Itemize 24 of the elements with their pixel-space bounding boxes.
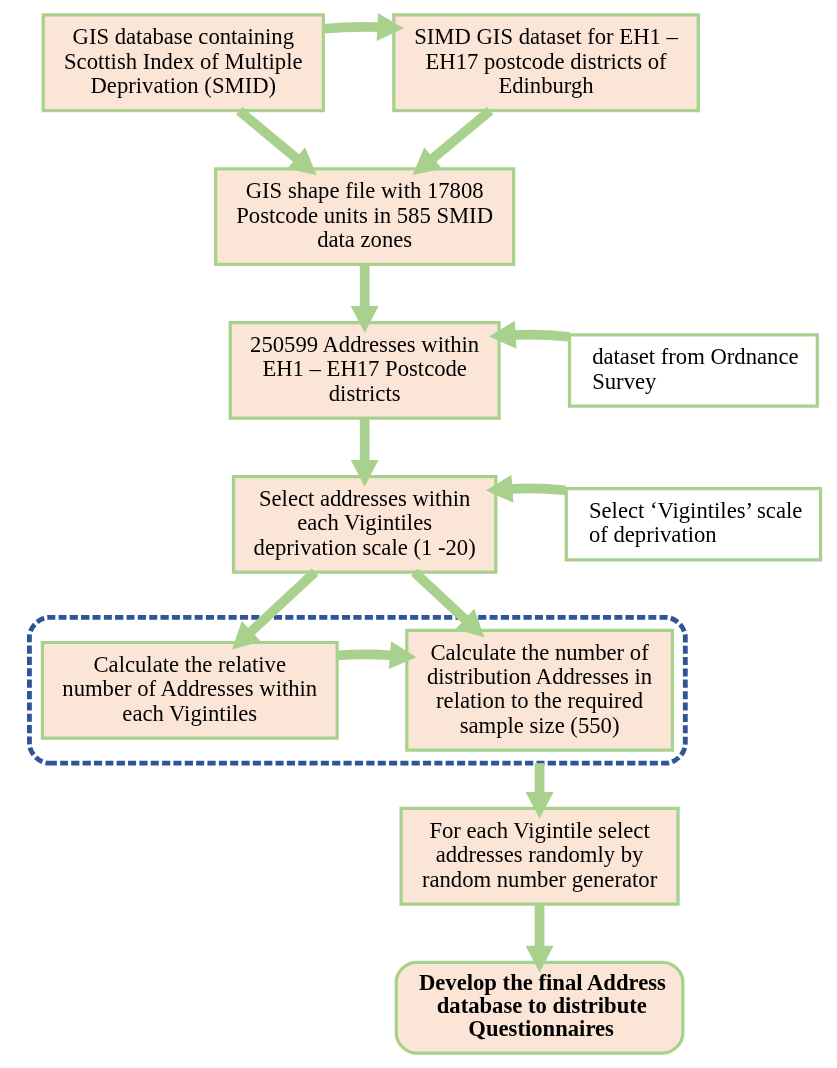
arrow <box>489 320 570 349</box>
arrow <box>350 264 379 333</box>
arrow <box>236 107 317 176</box>
node-box: Select ‘Vigintiles’ scale of deprivation <box>564 487 823 562</box>
node-box: Calculate the number of distribution Addresses in relation to the required sample size (550) <box>405 628 674 752</box>
arrow <box>525 763 554 819</box>
node-box: GIS database containing Scottish Index of Multiple Deprivation (SMID) <box>41 13 325 113</box>
arrow <box>323 13 404 41</box>
arrow <box>337 641 417 670</box>
node-box: Select addresses within each Vigintiles deprivation scale (1 -20) <box>231 474 498 574</box>
node-box: SIMD GIS dataset for EH1 – EH17 postcode districts of Edinburgh <box>392 13 700 113</box>
node-box: dataset from Ordnance Survey <box>567 333 819 408</box>
arrow <box>485 474 567 503</box>
node-box: Calculate the relative number of Addresses within each Vigintiles <box>40 640 339 740</box>
node-box: For each Vigintile select addresses randomly by random number generator <box>399 806 680 906</box>
arrow <box>525 904 554 973</box>
arrow <box>412 107 494 176</box>
cluster <box>27 614 688 766</box>
arrow <box>411 568 485 638</box>
arrow <box>231 568 319 650</box>
arrow <box>350 418 379 487</box>
node-box: GIS shape file with 17808 Postcode units in 585 SMID data zones <box>214 167 516 266</box>
node-box: 250599 Addresses within EH1 – EH17 Postcode districts <box>228 321 501 420</box>
node-box: Develop the final Address database to distribute Questionnaires <box>394 960 685 1055</box>
